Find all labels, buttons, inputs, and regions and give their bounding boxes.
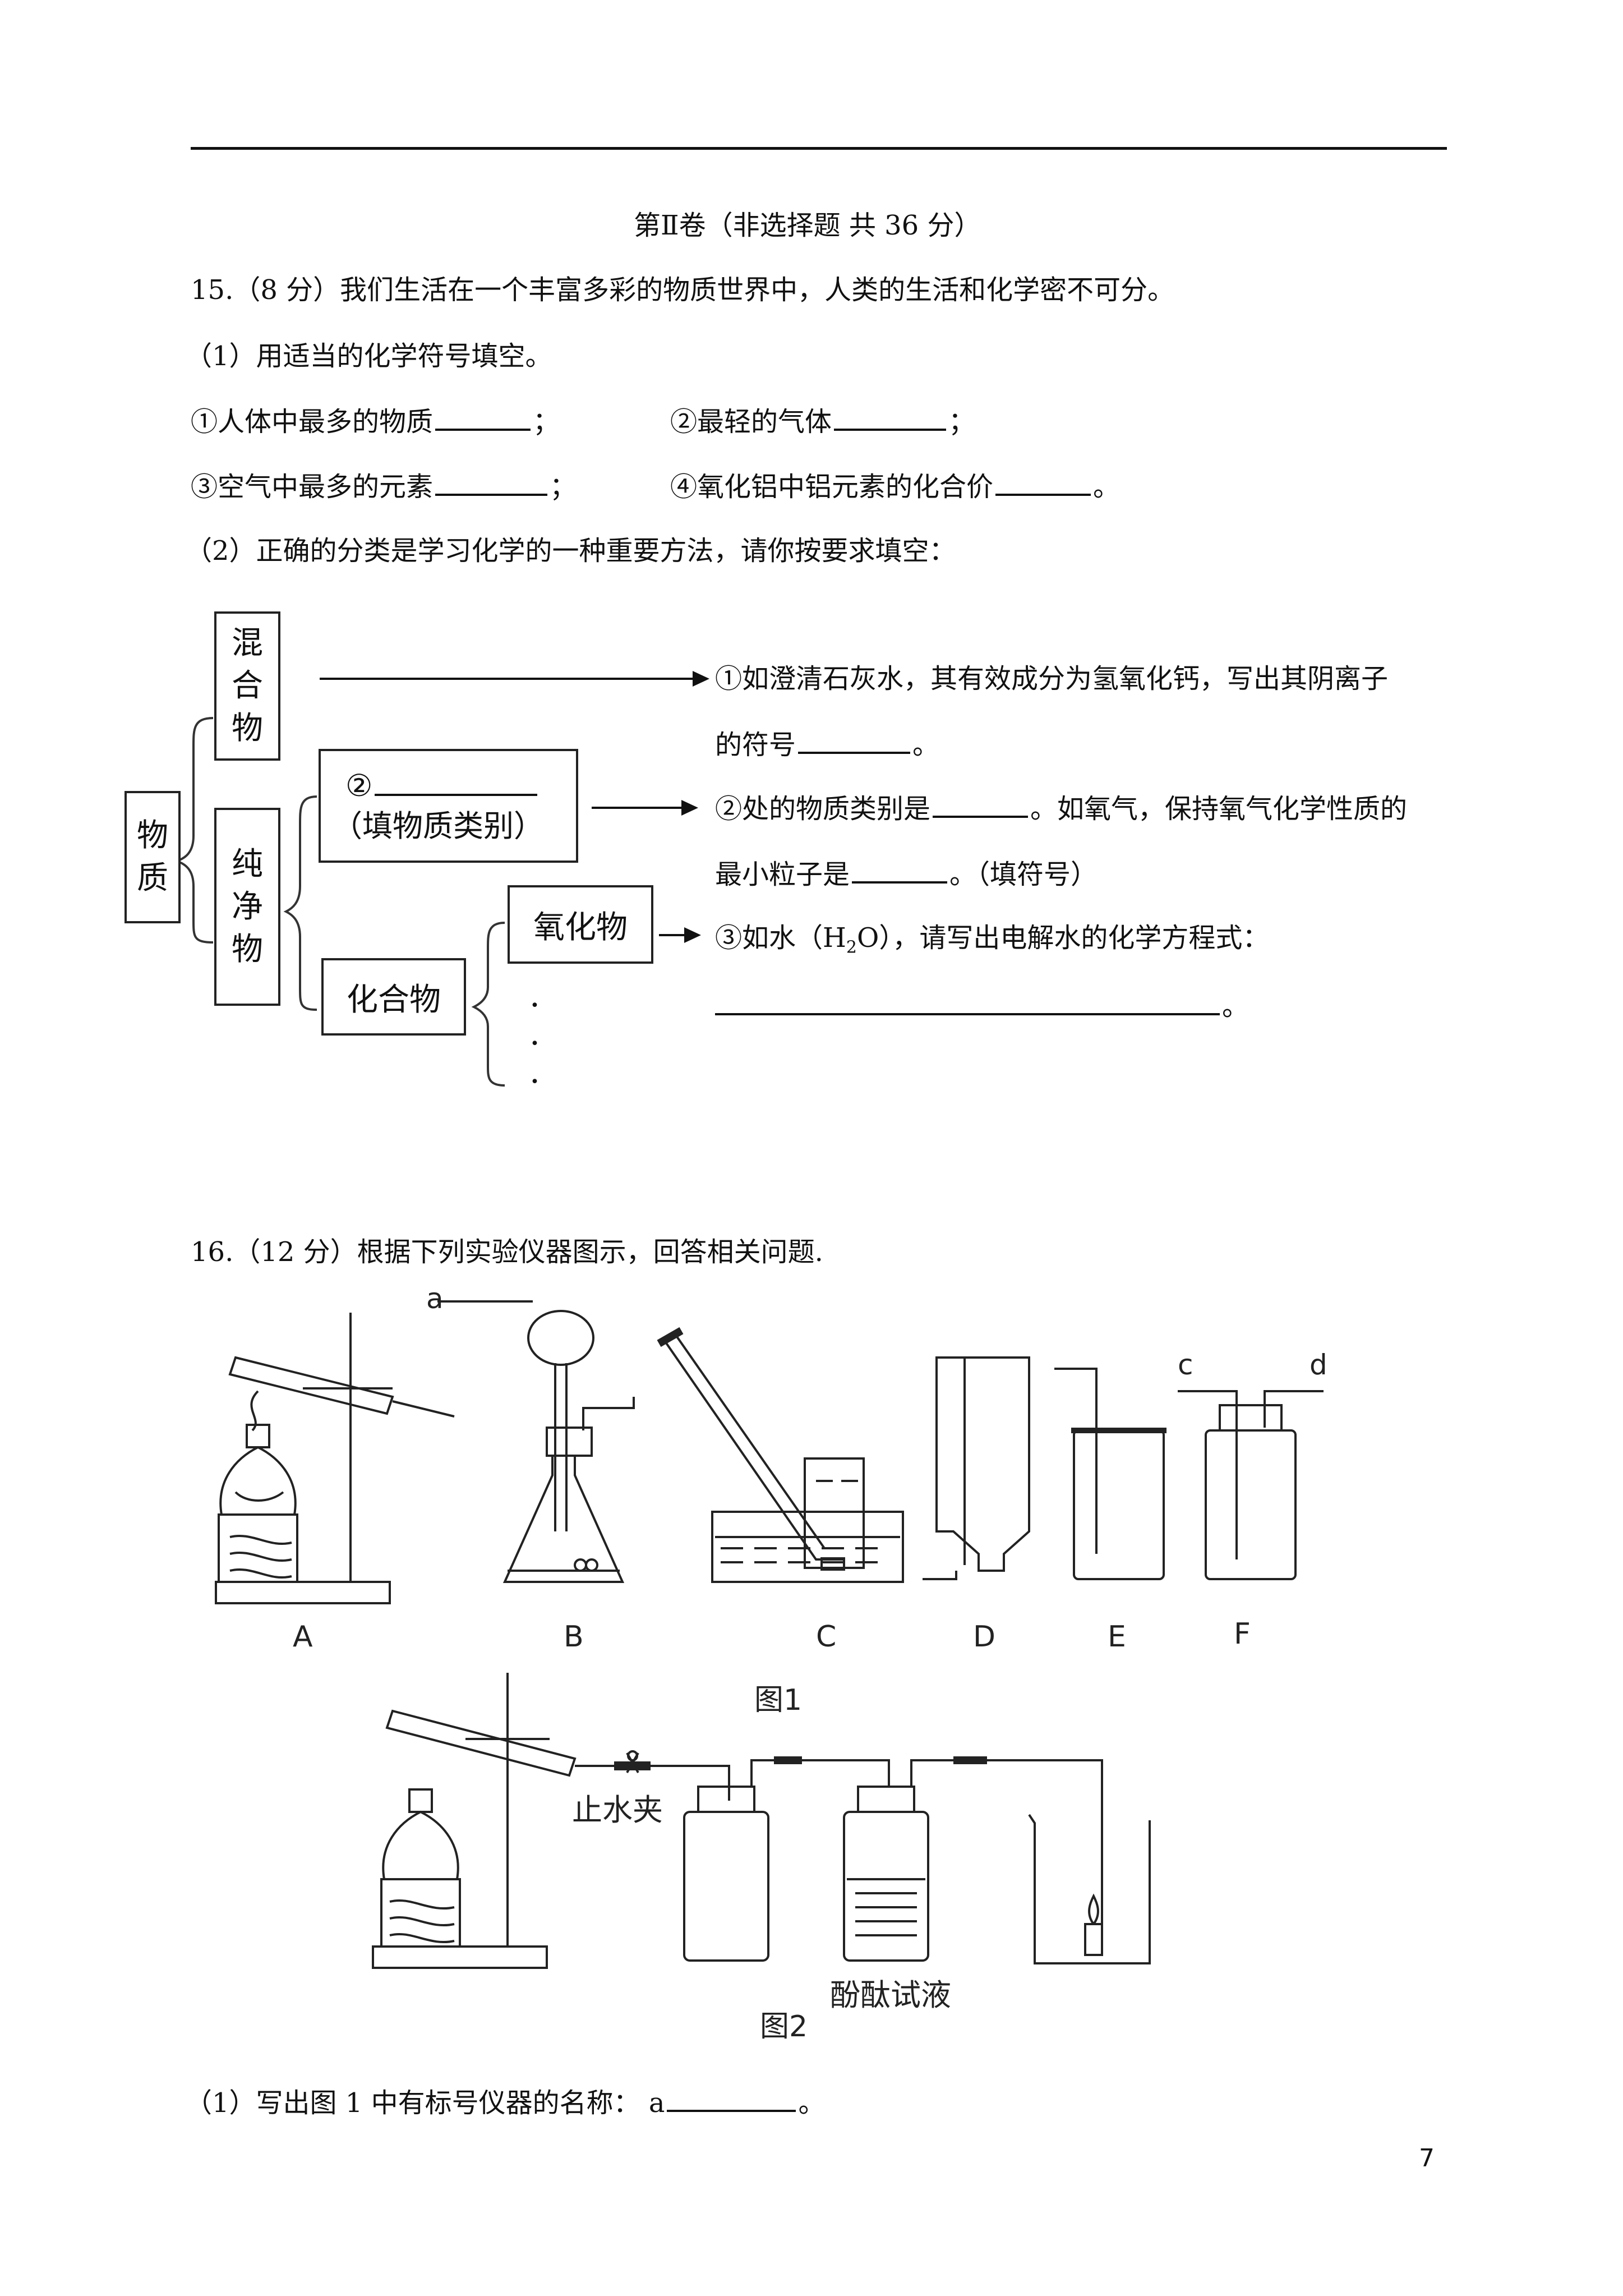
- fig1-label-C: C: [816, 1620, 836, 1654]
- box-pure-substance: 纯净物: [214, 808, 280, 1006]
- fig1-label-F: F: [1234, 1617, 1251, 1651]
- box-blank-category: ② （填物质类别）: [319, 749, 578, 863]
- q16-intro: 16.（12 分）根据下列实验仪器图示，回答相关问题.: [191, 1236, 823, 1268]
- fig1-label-B: B: [564, 1620, 584, 1654]
- dot: ·: [529, 1062, 541, 1101]
- answer-blank[interactable]: [375, 767, 538, 796]
- box-compound: 化合物: [321, 958, 466, 1036]
- diagram-r1-line2: 的符号。: [715, 727, 939, 762]
- diagram-r2-line1: ②处的物质类别是。如氧气，保持氧气化学性质的: [715, 791, 1407, 826]
- dot: ·: [529, 1024, 541, 1063]
- figure2-apparatus: 止水夹 酚酞试液: [372, 1673, 1151, 2013]
- answer-blank[interactable]: [667, 2085, 796, 2112]
- fig1-caption: 图1: [754, 1683, 803, 1717]
- answer-blank[interactable]: [834, 404, 947, 431]
- phenol-label: 酚酞试液: [830, 1977, 951, 2013]
- q15-item1: ①人体中最多的物质；: [191, 404, 560, 439]
- answer-blank[interactable]: [715, 988, 1220, 1015]
- diagram-r1-line1: ①如澄清石灰水，其有效成分为氢氧化钙，写出其阴离子: [715, 663, 1389, 694]
- diagram-r3-line2: 。: [715, 988, 1249, 1023]
- q15-part2: （2）正确的分类是学习化学的一种重要方法，请你按要求填空：: [185, 535, 956, 567]
- page-number: 7: [1419, 2144, 1435, 2173]
- label-d: d: [1310, 1349, 1327, 1381]
- fig1-label-D: D: [973, 1620, 995, 1654]
- box-substance: 物质: [125, 791, 181, 923]
- answer-blank[interactable]: [435, 404, 531, 431]
- figure1-apparatus: a c d A B C D E F: [215, 1290, 1327, 1654]
- answer-blank[interactable]: [995, 469, 1091, 496]
- clamp-label: 止水夹: [572, 1792, 663, 1828]
- fig1-label-A: A: [293, 1620, 313, 1654]
- label-c: c: [1178, 1349, 1193, 1381]
- q15-item2: ②最轻的气体；: [670, 404, 975, 439]
- answer-blank[interactable]: [435, 469, 548, 496]
- fig1-label-E: E: [1108, 1620, 1126, 1654]
- q16-part1: （1）写出图 1 中有标号仪器的名称： a。: [185, 2085, 826, 2120]
- section-title: 第Ⅱ卷（非选择题 共 36 分）: [634, 210, 981, 241]
- diagram-r3-line1: ③如水（H2O），请写出电解水的化学方程式：: [715, 922, 1270, 958]
- answer-blank[interactable]: [852, 857, 948, 884]
- dot: ·: [529, 986, 541, 1025]
- q15-item3: ③空气中最多的元素；: [191, 469, 577, 504]
- box-mixture: 混合物: [214, 611, 280, 761]
- q15-item4: ④氧化铝中铝元素的化合价。: [670, 469, 1120, 504]
- label-a: a: [426, 1290, 444, 1315]
- answer-blank[interactable]: [933, 791, 1029, 818]
- diagram-r2-line2: 最小粒子是。（填符号）: [715, 857, 1098, 891]
- fig2-caption: 图2: [760, 2010, 808, 2044]
- q15-intro: 15.（8 分）我们生活在一个丰富多彩的物质世界中，人类的生活和化学密不可分。: [191, 274, 1175, 306]
- header-rule: [191, 147, 1447, 150]
- answer-blank[interactable]: [798, 727, 911, 754]
- box-oxide: 氧化物: [508, 885, 653, 964]
- q15-part1: （1）用适当的化学符号填空。: [185, 341, 552, 372]
